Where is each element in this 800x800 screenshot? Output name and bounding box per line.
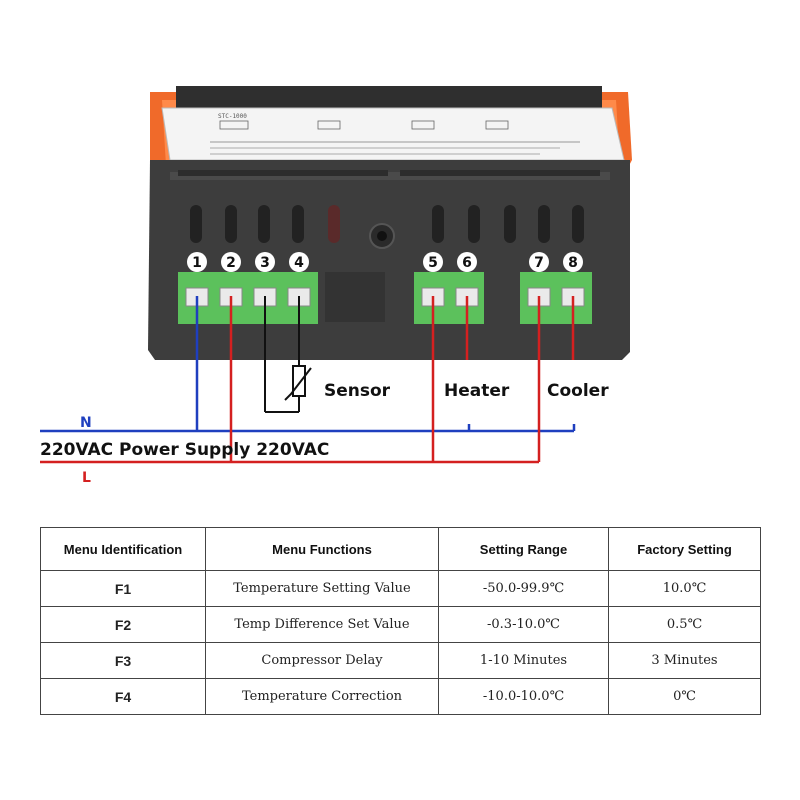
sensor-label: Sensor [324,381,391,401]
vent-slots [190,205,584,243]
menu-function-cell: Temperature Setting Value [205,570,439,607]
menu-function-cell: Temp Difference Set Value [205,606,439,643]
terminal-number-6: 6 [457,252,477,272]
terminal-block-heater [414,272,484,324]
sensor-wiring [264,296,300,413]
table-row: F1 Temperature Setting Value -50.0-99.9℃… [40,570,761,607]
svg-text:3: 3 [260,255,270,271]
setting-range-cell: -0.3-10.0℃ [438,606,609,643]
setting-range-cell: -50.0-99.9℃ [438,570,609,607]
menu-id-cell: F3 [40,642,206,679]
power-supply-label: 220VAC Power Supply 220VAC [40,440,329,460]
menu-id-cell: F1 [40,570,206,607]
menu-settings-table: Menu Identification Menu Functions Setti… [40,527,761,715]
live-label: L [82,470,91,486]
header-setting-range: Setting Range [438,527,609,571]
svg-text:7: 7 [534,255,544,271]
factory-setting-cell: 3 Minutes [608,642,761,679]
terminal-recess [325,272,385,322]
factory-setting-cell: 10.0℃ [608,570,761,607]
terminal-number-4: 4 [289,252,309,272]
setting-range-cell: -10.0-10.0℃ [438,678,609,715]
svg-text:5: 5 [428,255,438,271]
menu-function-cell: Temperature Correction [205,678,439,715]
factory-setting-cell: 0.5℃ [608,606,761,643]
svg-text:8: 8 [568,255,578,271]
terminal-block-left [178,272,318,324]
terminal-number-7: 7 [529,252,549,272]
housing-top [176,86,602,108]
menu-function-cell: Compressor Delay [205,642,439,679]
controller-housing [148,160,630,360]
setting-range-cell: 1-10 Minutes [438,642,609,679]
terminal-number-2: 2 [221,252,241,272]
factory-setting-cell: 0℃ [608,678,761,715]
terminal-number-3: 3 [255,252,275,272]
terminal-block-cooler [520,272,592,324]
svg-text:6: 6 [462,255,472,271]
table-row: F3 Compressor Delay 1-10 Minutes 3 Minut… [40,642,761,679]
header-menu-functions: Menu Functions [205,527,439,571]
cooler-label: Cooler [547,381,609,401]
header-menu-identification: Menu Identification [40,527,206,571]
terminal-number-1: 1 [187,252,207,272]
table-row: F4 Temperature Correction -10.0-10.0℃ 0℃ [40,678,761,715]
table-header-row: Menu Identification Menu Functions Setti… [40,527,761,571]
label-sticker: STC-1000 [161,107,625,161]
svg-text:4: 4 [294,255,304,271]
header-factory-setting: Factory Setting [608,527,761,571]
terminal-number-5: 5 [423,252,443,272]
neutral-wiring [40,296,576,433]
svg-text:2: 2 [226,255,236,271]
menu-id-cell: F4 [40,678,206,715]
menu-id-cell: F2 [40,606,206,643]
neutral-label: N [80,415,92,431]
sensor-thermistor-icon [284,365,312,401]
heater-label: Heater [444,381,510,401]
table-row: F2 Temp Difference Set Value -0.3-10.0℃ … [40,606,761,643]
model-label: STC-1000 [218,113,247,120]
sensor-port [369,223,395,249]
terminal-number-8: 8 [563,252,583,272]
wiring-diagram: STC-1000 [40,86,632,486]
svg-text:1: 1 [192,255,202,271]
live-wiring [40,296,575,464]
